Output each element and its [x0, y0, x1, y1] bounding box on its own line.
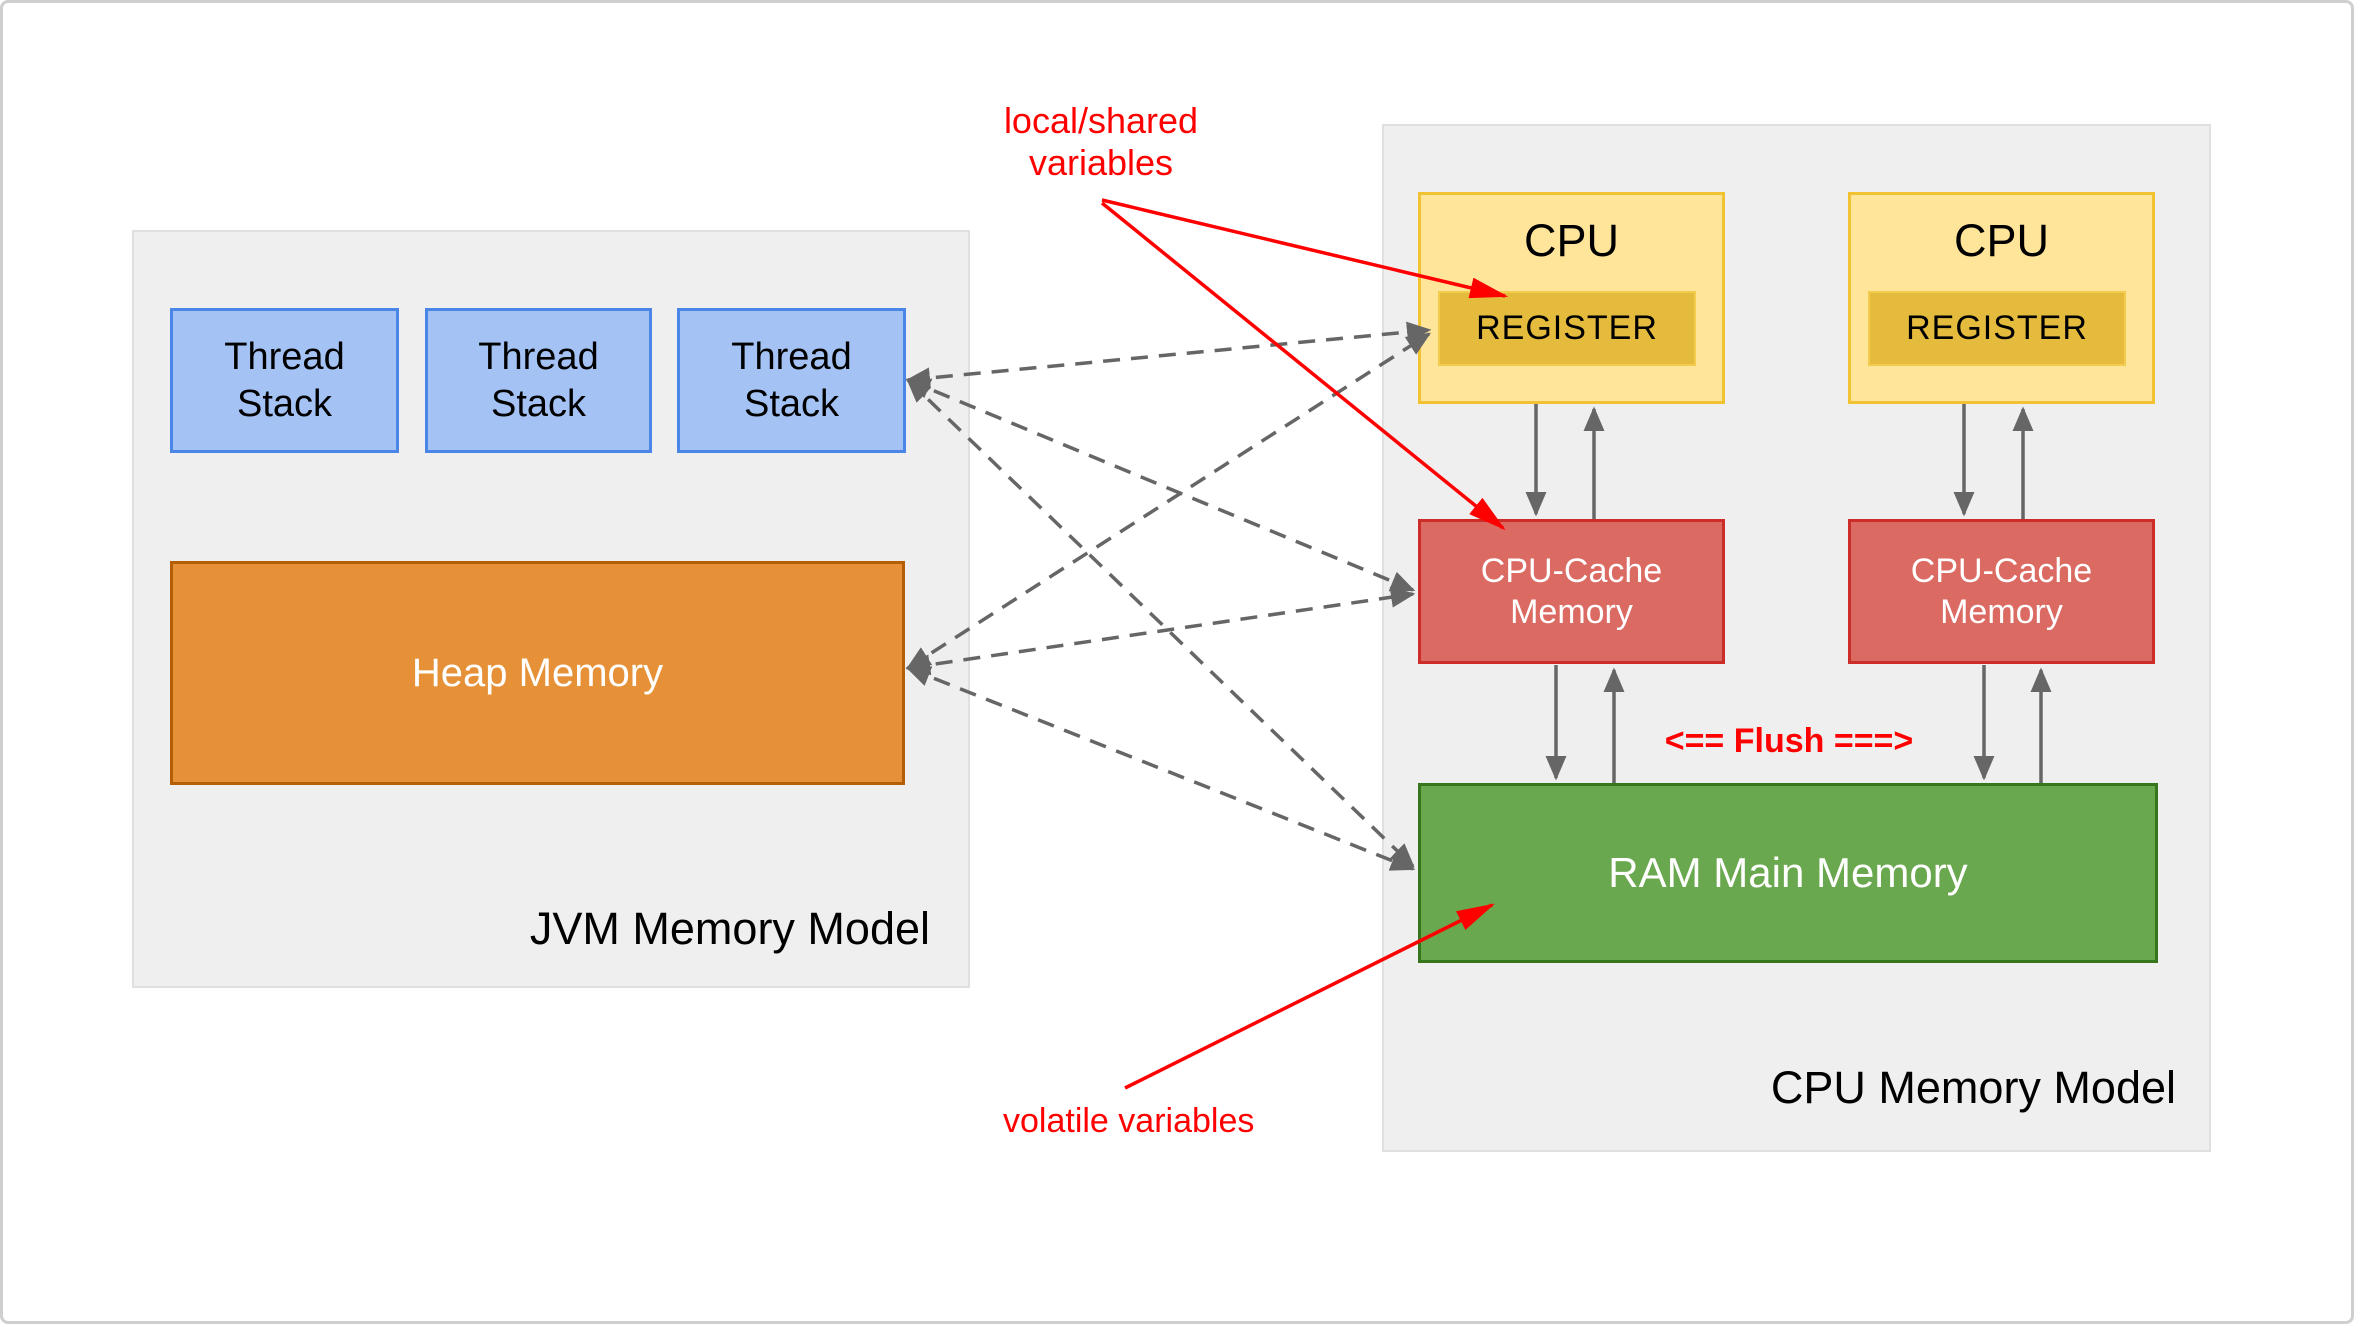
- register-box-2: REGISTER: [1868, 291, 2126, 366]
- flush-label: <== Flush ===>: [1664, 722, 1914, 760]
- volatile-variables-label: volatile variables: [1003, 1102, 1255, 1140]
- register-label: REGISTER: [1476, 309, 1658, 347]
- thread-stack-label: Thread Stack: [478, 335, 599, 425]
- thread-stack-box-1: Thread Stack: [170, 308, 399, 453]
- thread-stack-box-2: Thread Stack: [425, 308, 652, 453]
- cpu-model-title: CPU Memory Model: [1770, 1062, 2176, 1113]
- register-label: REGISTER: [1906, 309, 2088, 347]
- local-shared-variables-label: local/shared variables: [1003, 100, 1199, 183]
- cpu-label: CPU: [1953, 215, 2049, 266]
- cpu-cache-box-2: CPU-Cache Memory: [1848, 519, 2155, 664]
- cpu-label: CPU: [1523, 215, 1619, 266]
- register-box-1: REGISTER: [1438, 291, 1696, 366]
- ram-main-memory-label: RAM Main Memory: [1608, 849, 1968, 896]
- cpu-cache-label: CPU-Cache Memory: [1910, 551, 2093, 631]
- thread-stack-label: Thread Stack: [224, 335, 345, 425]
- cpu-cache-box-1: CPU-Cache Memory: [1418, 519, 1725, 664]
- heap-memory-box: Heap Memory: [170, 561, 905, 785]
- heap-memory-label: Heap Memory: [411, 650, 664, 695]
- jvm-model-title: JVM Memory Model: [529, 903, 930, 954]
- thread-stack-box-3: Thread Stack: [677, 308, 906, 453]
- ram-main-memory-box: RAM Main Memory: [1418, 783, 2158, 963]
- thread-stack-label: Thread Stack: [731, 335, 852, 425]
- cpu-cache-label: CPU-Cache Memory: [1480, 551, 1663, 631]
